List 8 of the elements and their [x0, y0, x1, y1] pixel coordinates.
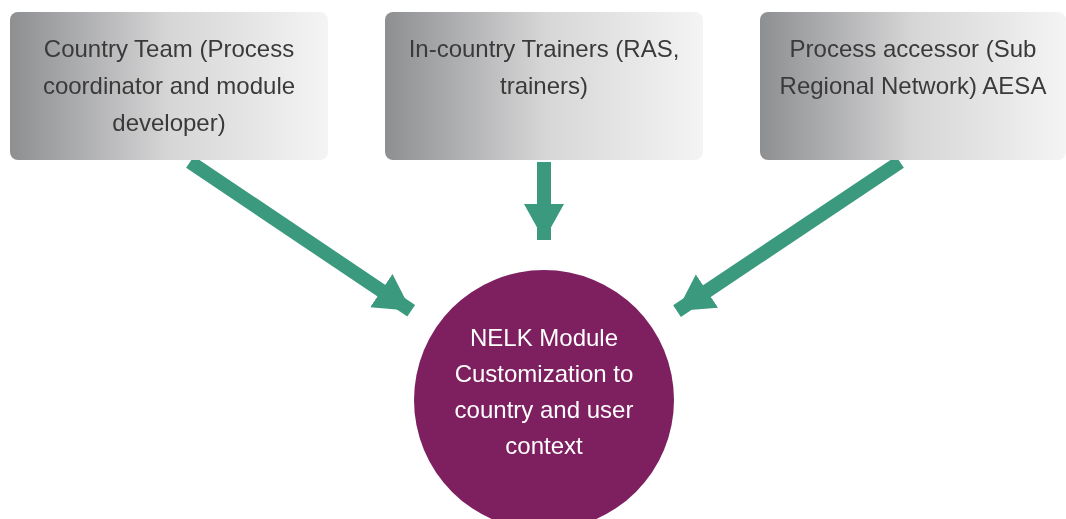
role-box	[385, 12, 703, 160]
box-label: Process accessor (Sub Regional Network) AESA	[778, 34, 1048, 101]
role-box	[10, 12, 328, 160]
circle-label: NELK Module Customization to country and user context	[453, 323, 635, 461]
role-box	[760, 12, 1066, 160]
box-label: Country Team (Process coordinator and module developer)	[41, 34, 297, 138]
arrow	[524, 162, 564, 240]
box-label: In-country Trainers (RAS, trainers)	[407, 34, 681, 101]
